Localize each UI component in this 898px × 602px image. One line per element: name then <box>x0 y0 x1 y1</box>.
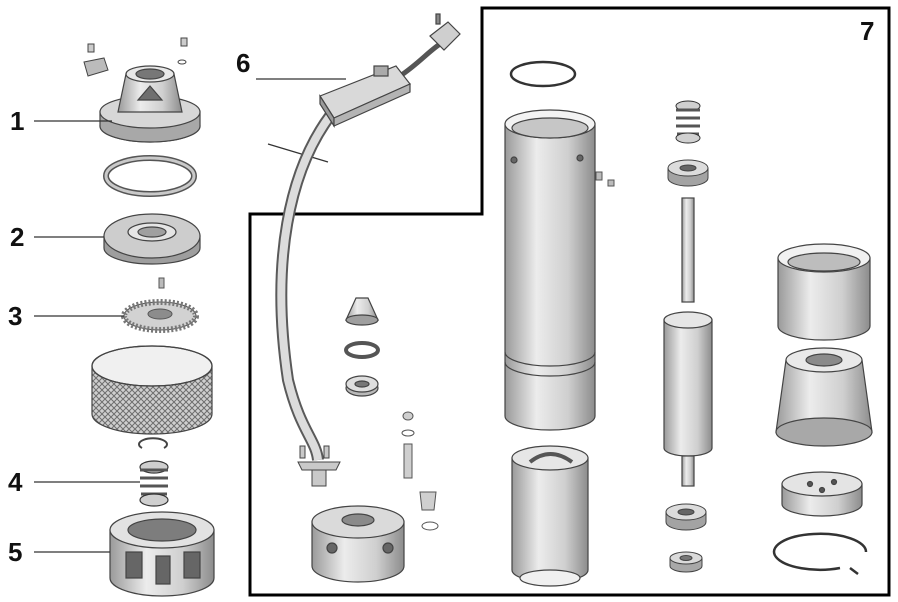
flange-plate <box>103 213 201 265</box>
capacitor-box <box>319 65 411 129</box>
housing-screw <box>595 171 615 187</box>
hex-nut <box>345 375 379 397</box>
o-ring-housing <box>509 60 577 88</box>
pin-parts <box>401 411 439 531</box>
top-screws <box>83 37 188 77</box>
shaft-seal <box>139 460 169 507</box>
impeller <box>121 277 199 333</box>
intake-screen <box>91 345 213 435</box>
callout-7: 7 <box>860 16 874 46</box>
cable-gland <box>297 445 341 487</box>
circlip <box>772 532 868 575</box>
motor-end-cap <box>777 243 871 341</box>
callout-1: 1 <box>10 106 24 136</box>
bearing-top <box>667 159 709 187</box>
power-cable <box>275 41 442 461</box>
bearing-bottom <box>665 503 707 531</box>
callout-6: 6 <box>236 48 250 78</box>
group-7-frame <box>248 6 891 597</box>
motor-base <box>311 505 405 583</box>
callout-3: 3 <box>8 301 22 331</box>
callout-5: 5 <box>8 537 22 567</box>
motor-housing <box>504 109 596 431</box>
pump-body <box>109 511 215 597</box>
cap-disc <box>781 471 863 517</box>
shaft-spring <box>675 100 701 144</box>
bushing <box>669 551 703 573</box>
cone-base <box>775 347 873 447</box>
rotor <box>663 197 713 487</box>
pump-head <box>99 65 201 143</box>
plug <box>429 13 461 51</box>
callout-leaders <box>34 78 346 553</box>
callout-4: 4 <box>8 467 23 497</box>
callout-numbers: 1 2 3 4 5 6 7 <box>8 16 874 567</box>
diffuser-cone <box>345 297 379 326</box>
callout-2: 2 <box>10 222 24 252</box>
retaining-clip <box>138 437 168 449</box>
o-ring-small-a <box>344 341 380 359</box>
stator <box>511 445 589 587</box>
